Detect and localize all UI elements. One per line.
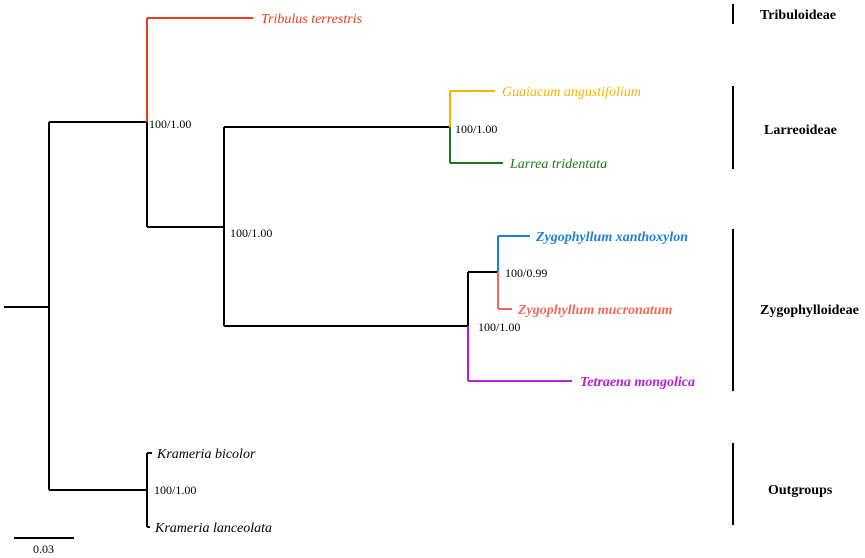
clade-label-tribuloideae: Tribuloideae [760, 8, 836, 23]
taxon-tribulus: Tribulus terrestris [261, 12, 363, 27]
support-node-larreo: 100/1.00 [455, 122, 497, 136]
support-node-zygo-clade: 100/1.00 [478, 320, 520, 334]
support-node-outgroup: 100/1.00 [154, 483, 196, 497]
clade-label-zygophylloideae: Zygophylloideae [760, 303, 859, 318]
taxon-klanceolata: Krameria lanceolata [154, 521, 272, 536]
support-node-ingroup: 100/1.00 [149, 117, 191, 131]
taxon-kbicolor: Krameria bicolor [156, 447, 256, 462]
taxon-larrea: Larrea tridentata [509, 157, 607, 172]
tribulus-branch [146, 17, 253, 122]
clade-label-outgroups: Outgroups [768, 483, 833, 498]
zxanth-branch [497, 235, 530, 272]
zygo-clade-vertical [467, 272, 572, 382]
zmucro-branch [497, 272, 512, 310]
guaiacum-branch [449, 90, 495, 127]
scale-bar-label: 0.03 [33, 542, 54, 556]
clade-label-larreoideae: Larreoideae [764, 123, 837, 138]
taxon-tetraena: Tetraena mongolica [580, 375, 695, 390]
support-node-zygo-pair: 100/0.99 [505, 266, 547, 280]
support-node-larreo-zygo: 100/1.00 [230, 226, 272, 240]
larrea-branch [449, 127, 503, 164]
taxon-zmucro: Zygophyllum mucronatum [517, 303, 673, 318]
taxon-guaiacum: Guaiacum angustifolium [502, 85, 641, 100]
taxon-zxanth: Zygophyllum xanthoxylon [535, 230, 688, 245]
